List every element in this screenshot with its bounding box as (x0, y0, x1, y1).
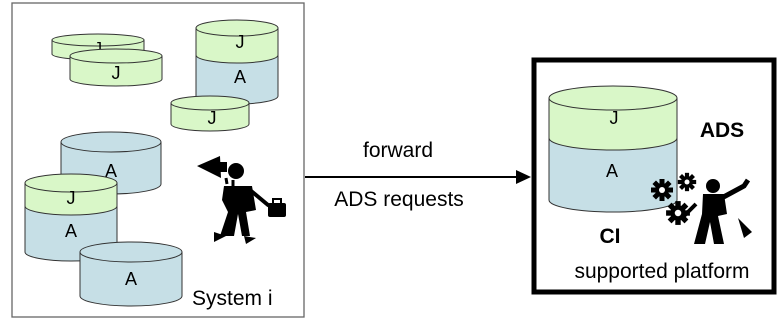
person-megaphone-icon (197, 156, 286, 244)
supported-platform-label: supported platform (574, 260, 749, 283)
forward-arrow: forward ADS requests (305, 139, 531, 211)
target-platform-box: J A ADS CI supported platform (531, 57, 777, 295)
cylinder-label-a: A (234, 67, 246, 87)
cylinder-label-j: J (610, 108, 619, 128)
cylinder-label-j: J (112, 63, 121, 83)
j-cylinder: J (69, 48, 163, 87)
cylinder-label-a: A (125, 269, 137, 289)
system-i-label: System i (192, 287, 273, 310)
system-i-box: J J J A J A (11, 2, 305, 318)
cylinder-label-a: A (606, 161, 618, 181)
arrow-label-ads-requests: ADS requests (334, 188, 464, 211)
arrow-head (516, 170, 531, 184)
a-cylinder: A (79, 241, 183, 307)
cylinder-label-j: J (67, 188, 76, 208)
ads-label: ADS (700, 119, 744, 142)
cylinder-label-j: J (94, 40, 102, 57)
ci-label: CI (600, 225, 621, 248)
ja-cylinder: J A (548, 85, 678, 213)
j-cylinder: J (170, 95, 250, 132)
gears-worker-icon (651, 172, 752, 244)
cylinder-label-a: A (65, 221, 77, 241)
arrow-label-forward: forward (363, 139, 433, 162)
cylinder-label-j: J (236, 32, 245, 52)
cylinder-label-j: J (208, 108, 217, 128)
ja-cylinder: J A (195, 19, 279, 105)
cylinder-label-a: A (105, 161, 117, 181)
